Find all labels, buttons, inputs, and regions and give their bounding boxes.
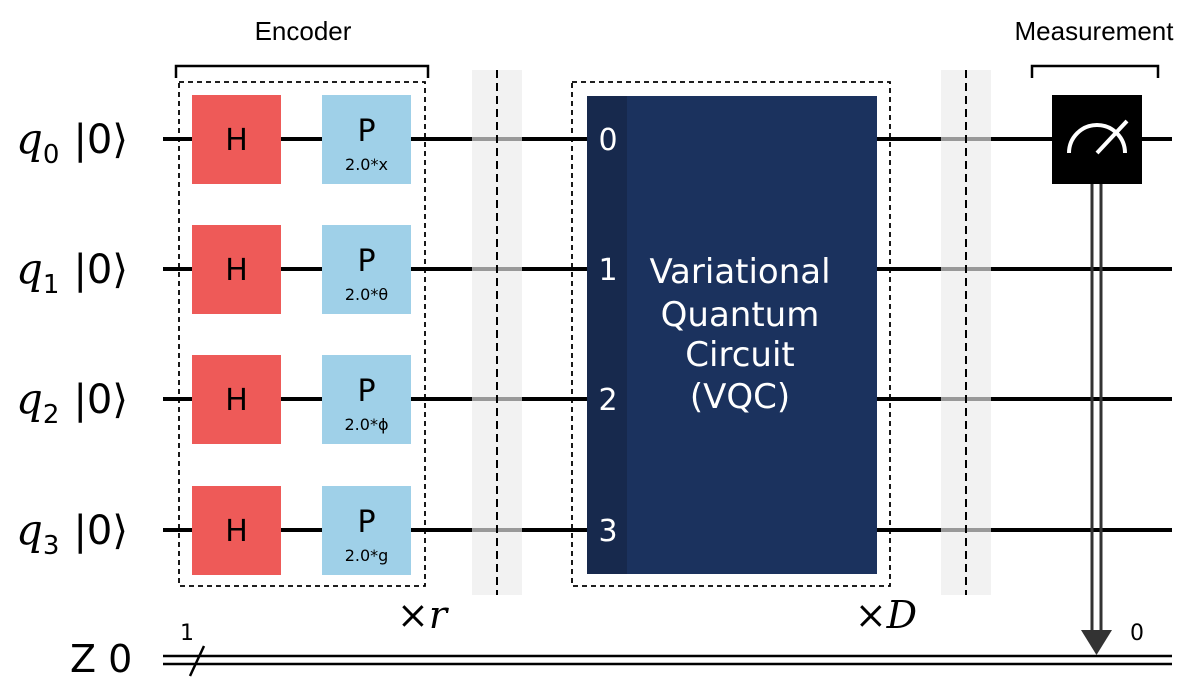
qubit-label-0: q0|0⟩ [16, 114, 128, 170]
vqc-box [571, 81, 891, 587]
p-gate-label: P [357, 505, 375, 540]
vqc-index-0: 0 [598, 123, 617, 158]
p-gate-1 [322, 225, 411, 314]
h-gate-0 [192, 95, 281, 184]
vqc-index-3: 3 [598, 514, 617, 549]
classical-register-label: Z 0 [70, 637, 132, 681]
vqc-label-line-1: Variational [649, 252, 830, 292]
classical-bus-slash [188, 645, 206, 677]
p-gate-2 [322, 355, 411, 444]
measurement-brace [1030, 64, 1160, 78]
p-gate-label: P [357, 114, 375, 149]
h-gate-label: H [225, 383, 248, 418]
h-gate-label: H [225, 514, 248, 549]
vqc-label-line-4: (VQC) [690, 377, 790, 417]
h-gate-1 [192, 225, 281, 314]
vqc-block [587, 96, 877, 574]
p-gate-param: 2.0*ϕ [345, 415, 389, 434]
p-gate-3 [322, 486, 411, 575]
vqc-index-column [587, 96, 627, 574]
vqc-index-2: 2 [598, 383, 617, 418]
measurement-title: Measurement [1015, 16, 1175, 46]
measure-box [1052, 95, 1142, 184]
meter-icon [1067, 119, 1129, 155]
p-gate-label: P [357, 374, 375, 409]
qubit-label-2: q2|0⟩ [16, 374, 128, 430]
h-gate-label: H [225, 253, 248, 288]
encoder-repeat-label: ×r [397, 593, 450, 637]
h-gate-3 [192, 486, 281, 575]
qubit-labels: q0|0⟩ q1|0⟩ q2|0⟩ q3|0⟩ [16, 114, 128, 561]
classical-bus-width: 1 [180, 621, 194, 646]
vqc-index-1: 1 [598, 253, 617, 288]
h-gate-label: H [225, 123, 248, 158]
p-gate-param: 2.0*x [345, 155, 388, 174]
qubit-label-3: q3|0⟩ [16, 505, 128, 561]
encoder-title: Encoder [255, 16, 352, 46]
p-gate-0 [322, 95, 411, 184]
h-gate-2 [192, 355, 281, 444]
vqc-label-line-3: Circuit [685, 335, 794, 375]
vqc-repeat-label: ×D [855, 593, 917, 637]
encoder-brace [174, 64, 430, 78]
p-gate-param: 2.0*g [345, 546, 389, 565]
measure-arrow-head [1081, 630, 1112, 655]
encoder-box [178, 81, 426, 587]
p-gate-param: 2.0*θ [345, 285, 388, 304]
qubit-label-1: q1|0⟩ [16, 244, 128, 300]
vqc-label-line-2: Quantum [661, 295, 820, 335]
measure-target-bit: 0 [1130, 621, 1144, 646]
p-gate-label: P [357, 244, 375, 279]
